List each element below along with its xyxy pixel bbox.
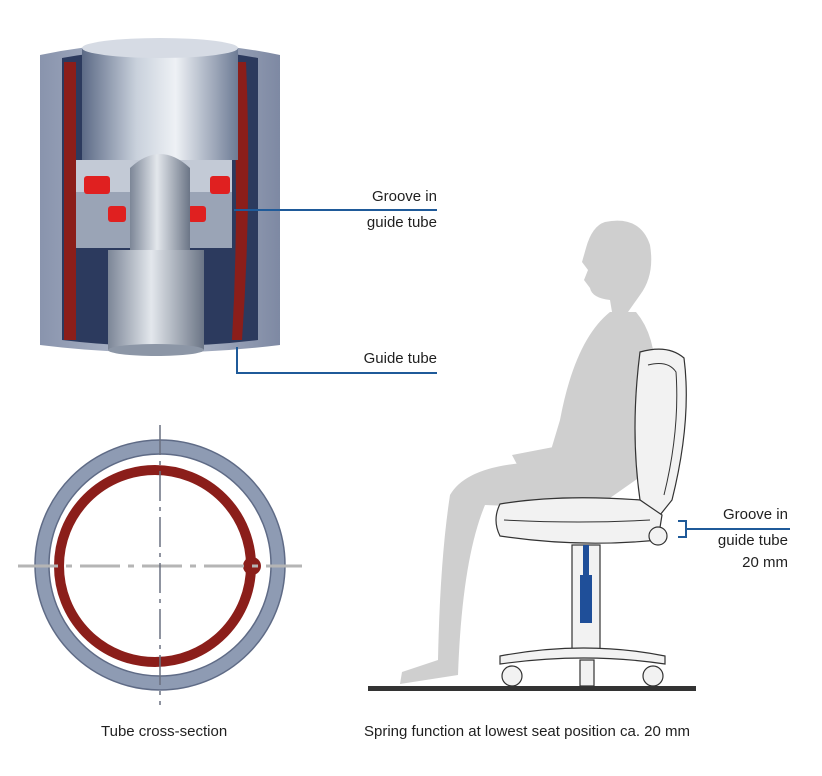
label-guide-tube: Guide tube [363, 350, 437, 367]
label-groove-right-line3: 20 mm [742, 554, 788, 571]
label-groove-right-2: guide tube 20 mm [680, 530, 788, 574]
tube-cutaway-illustration [40, 38, 280, 356]
tube-cross-section-illustration [18, 425, 302, 705]
caption-spring-function: Spring function at lowest seat position … [364, 723, 691, 740]
floor-line [368, 686, 696, 691]
label-groove-top-line1: Groove in [371, 188, 437, 205]
seated-person-illustration [400, 220, 656, 684]
label-groove-top: Groove in [330, 186, 437, 208]
label-groove-right-line1: Groove in [722, 506, 788, 523]
label-groove-right-line2: guide tube [717, 532, 788, 549]
caption-cross-section: Tube cross-section [101, 723, 228, 740]
label-groove-right: Groove in [680, 504, 788, 526]
leader-line-guide-tube [236, 347, 437, 374]
label-groove-top-line2: guide tube [366, 214, 437, 231]
label-groove-top-2: guide tube [330, 212, 437, 234]
office-chair-illustration [495, 348, 687, 687]
